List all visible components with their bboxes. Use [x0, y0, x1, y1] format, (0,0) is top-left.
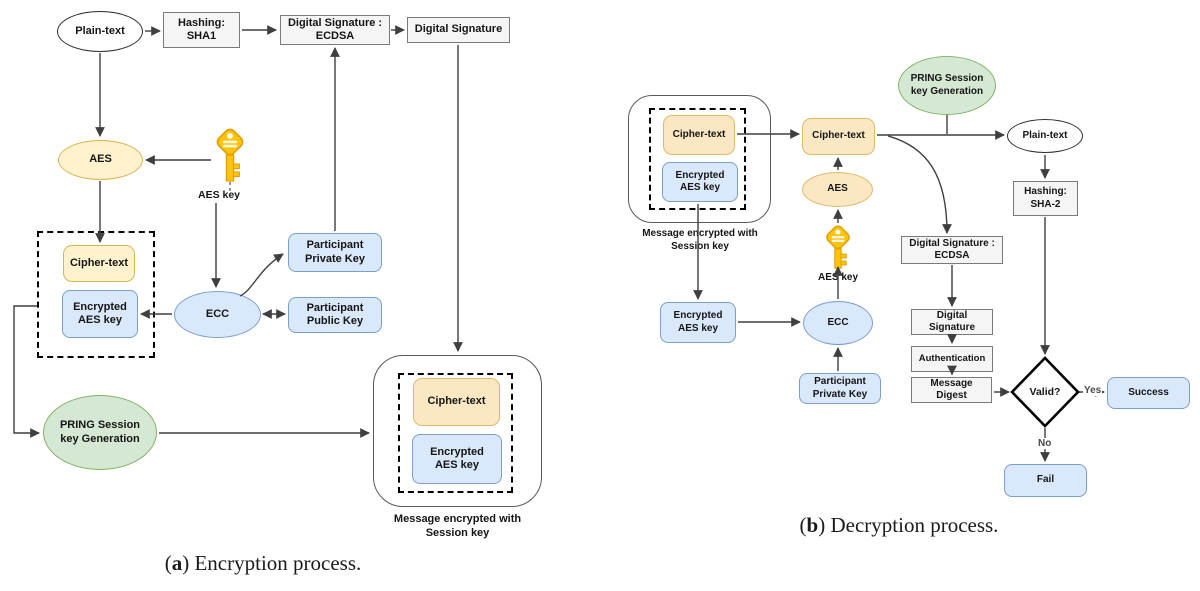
- encrypted-message-caption: Message encrypted with Session key: [393, 513, 522, 539]
- valid-decision-label: Valid?: [1029, 386, 1061, 398]
- message-digest-node: Message Digest: [911, 377, 992, 403]
- digital-signature-ecdsa-node-dec: Digital Signature : ECDSA: [901, 236, 1003, 264]
- output-package-dashed-box: [398, 373, 513, 493]
- incoming-message-caption: Message encrypted with Session key: [642, 228, 758, 252]
- aes-key-label: AES key: [197, 189, 241, 201]
- cipher-text-node-dec: Cipher-text: [802, 118, 875, 155]
- participant-private-key-node: Participant Private Key: [288, 233, 382, 272]
- cipher-text-node: Cipher-text: [63, 245, 135, 282]
- hashing-sha1-node: Hashing: SHA1: [163, 12, 240, 48]
- incoming-cipher-text-node: Cipher-text: [663, 115, 735, 155]
- participant-private-key-node-dec: Participant Private Key: [799, 373, 881, 404]
- ecc-node: ECC: [174, 291, 261, 338]
- digital-signature-node-dec: Digital Signature: [911, 309, 993, 335]
- authentication-node: Authentication: [911, 346, 993, 372]
- aes-node-dec: AES: [802, 172, 873, 207]
- ecc-node-dec: ECC: [803, 301, 873, 345]
- digital-signature-ecdsa-node: Digital Signature : ECDSA: [280, 15, 390, 45]
- aes-key-icon: [216, 128, 244, 182]
- output-encrypted-aes-key-node: Encrypted AES key: [412, 434, 502, 484]
- caption-a: (a) Encryption process.: [164, 551, 362, 575]
- success-node: Success: [1107, 377, 1190, 409]
- caption-b: (b) Decryption process.: [799, 513, 999, 537]
- aes-node: AES: [58, 140, 143, 180]
- output-cipher-text-node: Cipher-text: [413, 378, 500, 426]
- encrypted-aes-key-node-dec: Encrypted AES key: [660, 302, 736, 343]
- participant-public-key-node: Participant Public Key: [288, 297, 382, 333]
- aes-key-icon-dec: [826, 225, 850, 269]
- cipher-package-dashed-box: [37, 231, 155, 358]
- hashing-sha2-node: Hashing: SHA-2: [1013, 181, 1078, 216]
- pring-session-key-node: PRING Session key Generation: [43, 395, 157, 470]
- no-edge-label: No: [1037, 438, 1053, 449]
- aes-key-label-dec: AES key: [817, 272, 859, 283]
- plain-text-node: Plain-text: [57, 11, 143, 52]
- yes-edge-label: Yes: [1083, 385, 1103, 396]
- fail-node: Fail: [1004, 464, 1087, 497]
- plain-text-node-dec: Plain-text: [1007, 119, 1083, 153]
- incoming-encrypted-aes-key-node: Encrypted AES key: [662, 162, 738, 202]
- pring-session-key-node-dec: PRING Session key Generation: [898, 56, 996, 115]
- digital-signature-node: Digital Signature: [407, 17, 510, 43]
- encrypted-aes-key-node: Encrypted AES key: [62, 290, 138, 338]
